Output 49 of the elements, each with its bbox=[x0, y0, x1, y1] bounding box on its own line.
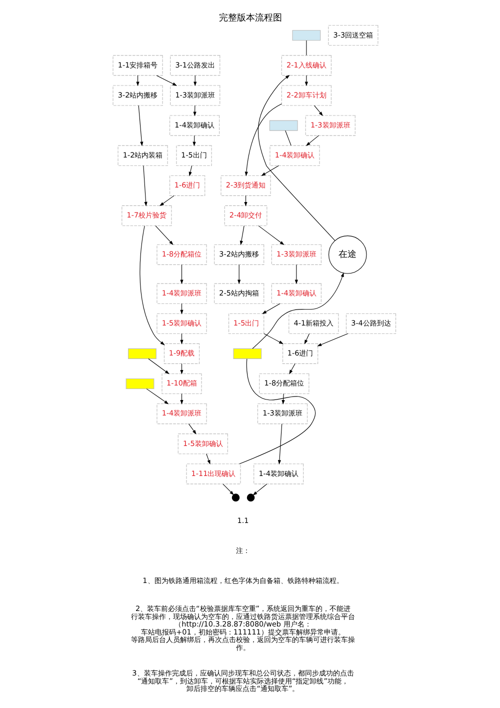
arrow bbox=[252, 484, 267, 496]
node-box bbox=[125, 378, 154, 390]
arrow bbox=[192, 105, 196, 116]
node-box bbox=[292, 30, 320, 41]
arrow bbox=[148, 358, 169, 374]
arrow bbox=[239, 226, 244, 246]
arrow bbox=[314, 105, 322, 116]
arrow bbox=[316, 333, 348, 346]
arrow bbox=[237, 264, 240, 284]
arrow bbox=[180, 264, 183, 284]
node-circle: 在途 bbox=[328, 236, 366, 274]
connector bbox=[238, 358, 316, 464]
node-circle bbox=[246, 494, 254, 502]
arrow bbox=[281, 394, 284, 404]
arrow bbox=[294, 264, 298, 284]
arrow bbox=[244, 104, 282, 176]
arrow bbox=[158, 195, 174, 206]
arrow bbox=[180, 363, 183, 374]
arrow bbox=[252, 272, 344, 349]
arrow bbox=[188, 165, 192, 176]
arrow bbox=[139, 226, 164, 346]
arrow bbox=[142, 165, 147, 206]
arrow bbox=[188, 424, 196, 434]
arrow bbox=[146, 388, 168, 404]
arrow bbox=[192, 135, 196, 146]
arrow bbox=[304, 333, 310, 344]
arrow bbox=[258, 226, 284, 246]
diagram-title: 完整版本流程图 bbox=[218, 13, 282, 24]
arrow bbox=[138, 105, 143, 146]
node-box bbox=[232, 348, 262, 359]
node-box bbox=[128, 348, 156, 359]
arrow bbox=[244, 195, 247, 206]
arrow bbox=[156, 75, 177, 86]
arrow bbox=[206, 454, 210, 465]
arrow bbox=[305, 135, 318, 146]
arrow bbox=[260, 165, 278, 176]
arrow bbox=[222, 484, 234, 496]
arrow bbox=[262, 303, 280, 314]
arrow bbox=[277, 424, 282, 465]
arrow bbox=[288, 363, 295, 374]
node-box bbox=[268, 120, 298, 131]
node-circle bbox=[231, 494, 240, 502]
arrow bbox=[257, 74, 335, 241]
arrow bbox=[154, 226, 173, 246]
arrow bbox=[263, 333, 284, 344]
arrow bbox=[304, 75, 308, 86]
arrow bbox=[180, 303, 183, 314]
arrow bbox=[180, 333, 183, 344]
connector bbox=[284, 130, 291, 146]
